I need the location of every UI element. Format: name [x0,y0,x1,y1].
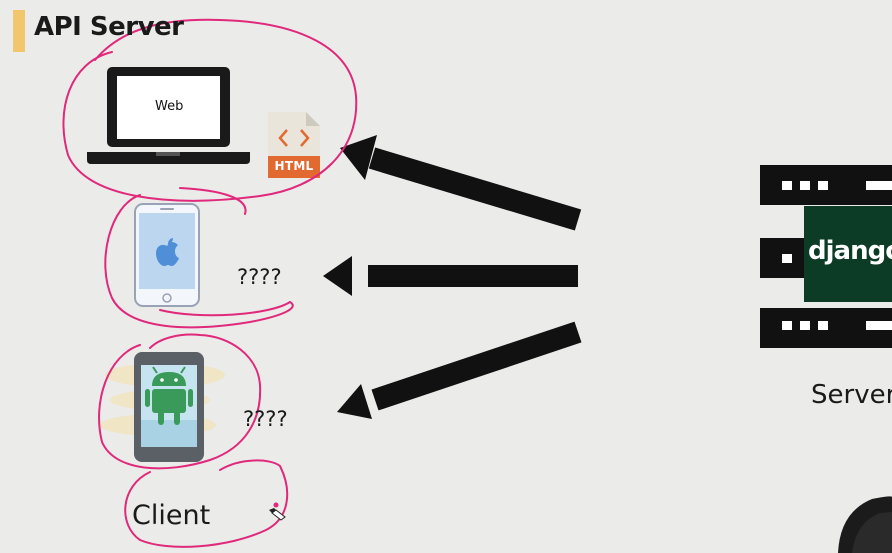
html-file-icon [268,112,320,178]
android-phone-icon [100,352,225,462]
iphone-icon [134,203,200,307]
annotation-circle-android [98,333,262,470]
arrow-to-web [340,135,582,231]
web-screen-label: Web [155,99,184,114]
django-logo [804,206,892,302]
ios-question-label: ???? [237,265,282,289]
android-question-label: ???? [243,407,288,431]
arrow-to-android [337,321,582,419]
annotation-circle-ios [104,187,294,329]
annotation-dot [273,502,279,508]
django-logo-label: django [808,236,892,266]
title-accent-bar [13,10,25,52]
presenter-silhouette [838,496,892,553]
annotation-circle-web [62,18,358,202]
server-label: Server [811,380,892,410]
page-title: API Server [34,12,184,42]
pencil-cursor-icon [269,508,286,521]
arrow-to-ios [323,256,578,296]
client-label: Client [132,500,211,531]
annotation-circle-client [124,459,289,548]
laptop-icon [87,67,250,164]
html-badge-label: HTML [274,159,314,173]
